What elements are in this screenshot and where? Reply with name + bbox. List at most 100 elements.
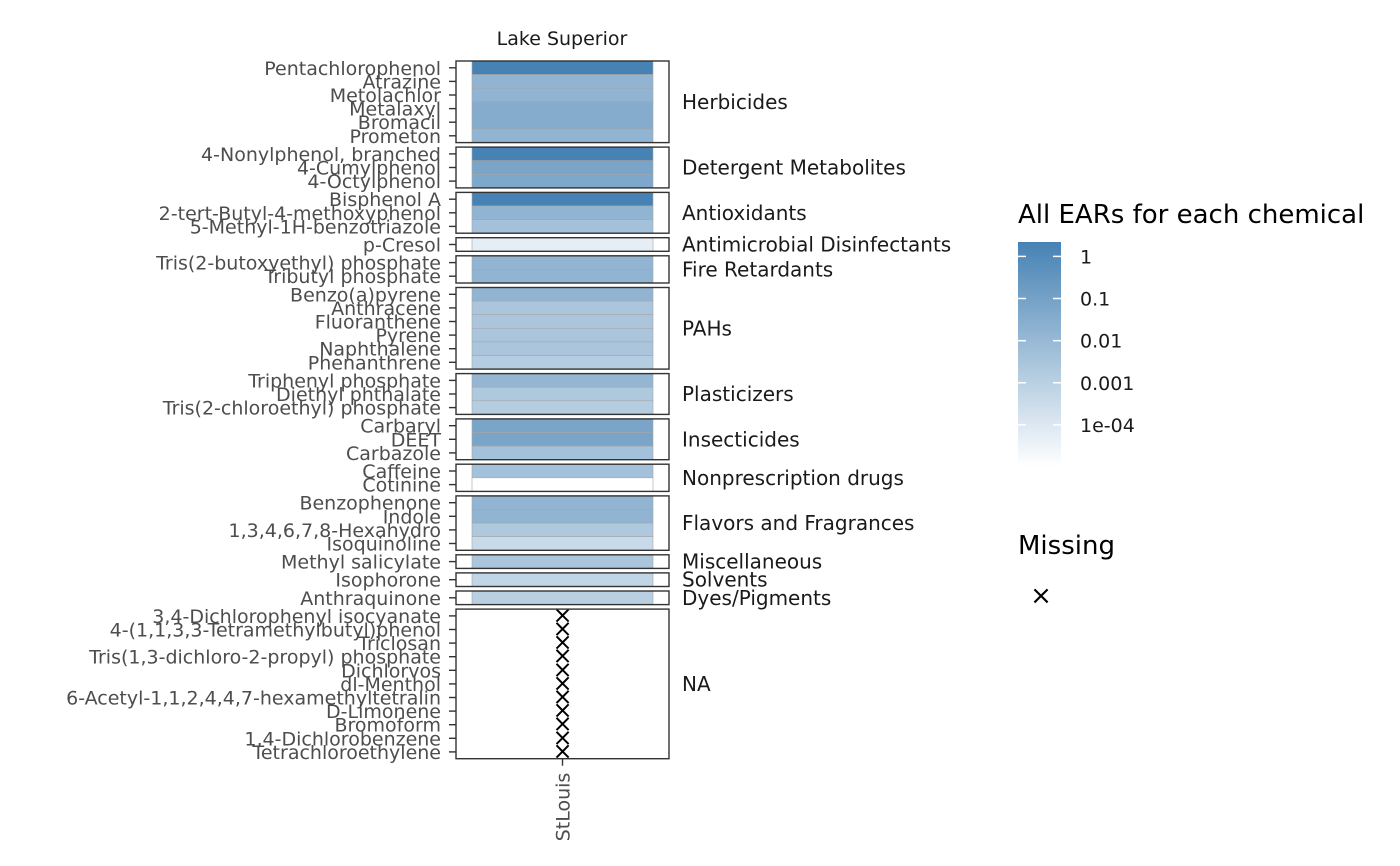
chemical-label: Benzophenone [299, 493, 441, 515]
chemical-label: 1,4-Dichlorobenzene [244, 728, 441, 750]
group-strip-label: Dyes/Pigments [682, 586, 831, 610]
chemical-label: Tributyl phosphate [263, 266, 441, 288]
legend-colorbar [1018, 242, 1061, 467]
panel-border [455, 463, 670, 493]
group-strip-label: PAHs [682, 316, 732, 340]
chemical-label: Anthracene [331, 298, 441, 320]
chemical-label: Metalaxyl [349, 99, 441, 121]
heat-tile [471, 522, 654, 537]
missing-mark: × [552, 696, 572, 724]
heat-tile [471, 174, 654, 189]
heat-tile [471, 386, 654, 402]
missing-mark: × [552, 628, 572, 656]
heat-tile [471, 101, 654, 116]
group-strip-label: Miscellaneous [682, 550, 822, 574]
heat-tile [471, 477, 654, 492]
heat-tile [471, 554, 654, 569]
heat-tile [471, 192, 654, 207]
legend-title: All EARs for each chemical [1018, 200, 1364, 230]
group-strip-label: Herbicides [682, 90, 788, 114]
heat-tile [471, 87, 654, 103]
chemical-label: Bisphenol A [329, 189, 441, 211]
facet-pahs: Benzo(a)pyreneAnthraceneFluoranthenePyre… [290, 284, 732, 374]
facet-antimicrobial-disinfectants: p-Cresol Antimicrobial Disinfectants [363, 233, 951, 257]
legend-break-label: 0.01 [1080, 331, 1122, 353]
facet-antioxidants: Bisphenol A2-tert-Butyl-4-methoxyphenol5… [159, 189, 807, 238]
group-strip-label: Detergent Metabolites [682, 156, 906, 180]
heat-tile [471, 128, 654, 143]
missing-mark: × [552, 710, 572, 738]
group-strip-label: Antimicrobial Disinfectants [682, 233, 951, 257]
heat-tile [471, 160, 654, 175]
missing-mark: × [552, 723, 572, 751]
missing-mark: × [552, 683, 572, 711]
panel-border [455, 495, 670, 551]
heat-tile [471, 115, 654, 130]
chemical-label: 4-Octylphenol [307, 171, 441, 193]
chemical-label: Carbaryl [360, 416, 441, 438]
chemical-label: Fluoranthene [315, 312, 441, 334]
missing-mark: × [552, 642, 572, 670]
panel-border [455, 572, 670, 588]
chemical-label: Tetrachloroethylene [251, 742, 441, 764]
chemical-label: Methyl salicylate [281, 552, 441, 574]
heat-tile [471, 445, 654, 461]
heat-tile [471, 269, 654, 284]
panel-border [455, 146, 670, 189]
panel-border [455, 60, 670, 144]
chemical-label: Indole [383, 506, 441, 528]
group-strip-label: Fire Retardants [682, 257, 833, 281]
group-strip-label: Nonprescription drugs [682, 466, 904, 490]
panel-border [455, 236, 670, 252]
chemical-label: Tris(1,3-dichloro-2-propyl) phosphate [88, 647, 441, 669]
heat-tile [471, 74, 654, 89]
chemical-label: p-Cresol [363, 235, 441, 257]
group-strip-label: Solvents [682, 568, 768, 592]
chemical-label: D-Limonene [326, 701, 441, 723]
chemical-label: DEET [391, 429, 442, 451]
chemical-label: Triclosan [357, 633, 441, 655]
chemical-label: Pentachlorophenol [264, 58, 441, 80]
chemical-label: Cotinine [362, 475, 441, 497]
chemical-label: 4-(1,1,3,3-Tetramethylbutyl)phenol [110, 620, 441, 642]
chemical-label: Triphenyl phosphate [247, 370, 441, 392]
heat-tile [471, 237, 654, 252]
chemical-label: Bromacil [358, 112, 441, 134]
chemical-label: Carbazole [346, 443, 441, 465]
chemical-label: Naphthalene [319, 339, 441, 361]
panel-border [455, 608, 670, 760]
legend-missing-title: Missing [1018, 531, 1115, 561]
chemical-label: 5-Methyl-1H-benzotriazole [190, 216, 441, 238]
legend-break-label: 0.001 [1080, 373, 1134, 395]
facet-detergent-metabolites: 4-Nonylphenol, branched4-Cumylphenol4-Oc… [201, 144, 906, 193]
chemical-label: Caffeine [362, 461, 441, 483]
chemical-label: Diethyl phthalate [276, 384, 441, 406]
group-strip-label: Flavors and Fragrances [682, 511, 914, 535]
heat-tile [471, 432, 654, 447]
chemical-label: Tris(2-chloroethyl) phosphate [162, 398, 441, 420]
heat-tile [471, 60, 654, 75]
missing-mark: × [552, 655, 572, 683]
missing-mark: × [552, 601, 572, 629]
panel-border [455, 255, 670, 284]
chemical-label: Isophorone [335, 570, 441, 592]
heat-tile [471, 300, 654, 316]
facet-na: ×3,4-Dichlorophenyl isocyanate×4-(1,1,3,… [66, 601, 711, 765]
heat-tile [471, 355, 654, 370]
group-strip-label: NA [682, 672, 711, 696]
chemical-label: Isoquinoline [327, 534, 441, 556]
panel-border [455, 191, 670, 234]
heat-tile [471, 463, 654, 479]
panel-border [455, 418, 670, 461]
heat-tile [471, 418, 654, 433]
chemical-label: Dichlorvos [341, 660, 441, 682]
chemical-label: 4-Cumylphenol [297, 158, 441, 180]
chemical-label: Prometon [350, 126, 441, 148]
legend-break-label: 1 [1080, 246, 1092, 268]
chemical-label: Metolachlor [330, 85, 441, 107]
